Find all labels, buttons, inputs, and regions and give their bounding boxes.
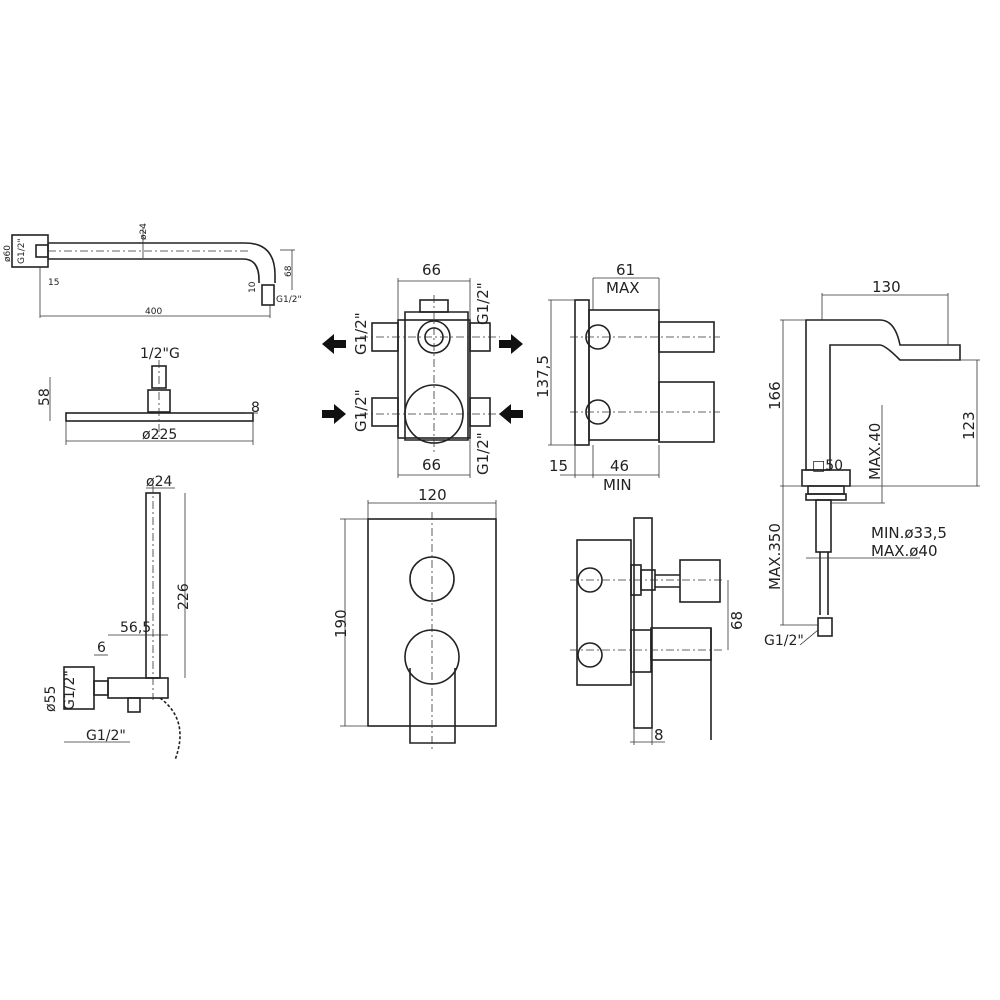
shower-arm-view: ø60 G1/2" ø24 15 68 10 G1/2" 400: [3, 223, 302, 318]
port-top-right-label: G1/2": [474, 282, 492, 325]
box-width-bottom-label: 66: [422, 456, 441, 474]
valve-box-front-view: 66 66 G1/2" G1/2" G1/2" G1/2": [322, 261, 523, 478]
assembled-offset-label: 68: [728, 611, 746, 630]
arm-tube-dia-label: ø24: [139, 223, 149, 240]
hand-thread-side-label: G1/2": [62, 670, 78, 710]
cover-plate-front-view: 120 190: [332, 486, 497, 750]
arm-flange-dia-label: ø60: [3, 245, 13, 262]
assembled-plate-thickness-label: 8: [654, 726, 664, 744]
side-depth-max-label: 61: [616, 261, 635, 279]
arm-flange-depth-label: 15: [48, 278, 59, 288]
arm-outlet-label: 10: [248, 281, 258, 293]
head-height-label: 58: [37, 388, 53, 406]
mixer-hole-min-label: MIN.ø33,5: [871, 524, 947, 542]
side-depth-min-label: 46: [610, 457, 629, 475]
plate-width-label: 120: [418, 486, 447, 504]
arm-length-label: 400: [145, 307, 162, 317]
hand-flange-dia-label: ø55: [43, 686, 59, 712]
inlet-arrow-right-icon: [499, 404, 523, 424]
box-width-top-label: 66: [422, 261, 441, 279]
plate-height-label: 190: [332, 609, 350, 638]
arm-thread-left-label: G1/2": [17, 238, 27, 264]
mixer-hole-max-label: MAX.ø40: [871, 542, 938, 560]
head-diameter-label: ø225: [142, 427, 177, 443]
port-bottom-left-label: G1/2": [352, 389, 370, 432]
hand-handle-dia-label: ø24: [146, 474, 172, 490]
hand-shower-view: ø24 226 56,5 6 ø55 G1/2" G1/2": [43, 474, 192, 761]
outlet-arrow-left-icon: [322, 334, 346, 354]
mixer-thread-label: G1/2": [764, 633, 804, 649]
hand-thread-bottom-label: G1/2": [86, 728, 126, 744]
side-height-label: 137,5: [534, 355, 552, 398]
port-top-left-label: G1/2": [352, 312, 370, 355]
arm-thread-right-label: G1/2": [276, 295, 302, 305]
arm-drop-label: 68: [284, 265, 294, 277]
mixer-height-label: 166: [766, 381, 784, 410]
hand-flange-depth-label: 6: [97, 640, 106, 656]
head-thread-label: 1/2"G: [140, 346, 180, 362]
side-max-label: MAX: [606, 279, 639, 297]
mixer-max-deck-label: MAX.40: [866, 423, 884, 480]
mixer-spout-height-label: 123: [960, 411, 978, 440]
side-offset-label: 15: [549, 457, 568, 475]
outlet-arrow-right-icon: [499, 334, 523, 354]
hand-offset-label: 56,5: [120, 620, 151, 636]
inlet-arrow-left-icon: [322, 404, 346, 424]
head-thickness-label: 8: [251, 400, 260, 416]
port-bottom-right-label: G1/2": [474, 432, 492, 475]
assembled-mixer-side-view: 68 8: [570, 517, 746, 745]
hand-length-label: 226: [176, 583, 192, 610]
mixer-reach-label: 130: [872, 278, 901, 296]
mixer-hose-length-label: MAX.350: [766, 523, 784, 590]
mixer-base-size-label: □50: [812, 458, 843, 474]
shower-head-view: 1/2"G 58 8 ø225: [37, 346, 260, 445]
side-min-label: MIN: [603, 476, 632, 494]
valve-box-side-view: 61 MAX 137,5 15 46 MIN: [534, 261, 720, 494]
basin-mixer-side-view: 130 166 123 MAX.40 □50 MIN.ø33,5 MAX.ø40…: [764, 278, 980, 649]
